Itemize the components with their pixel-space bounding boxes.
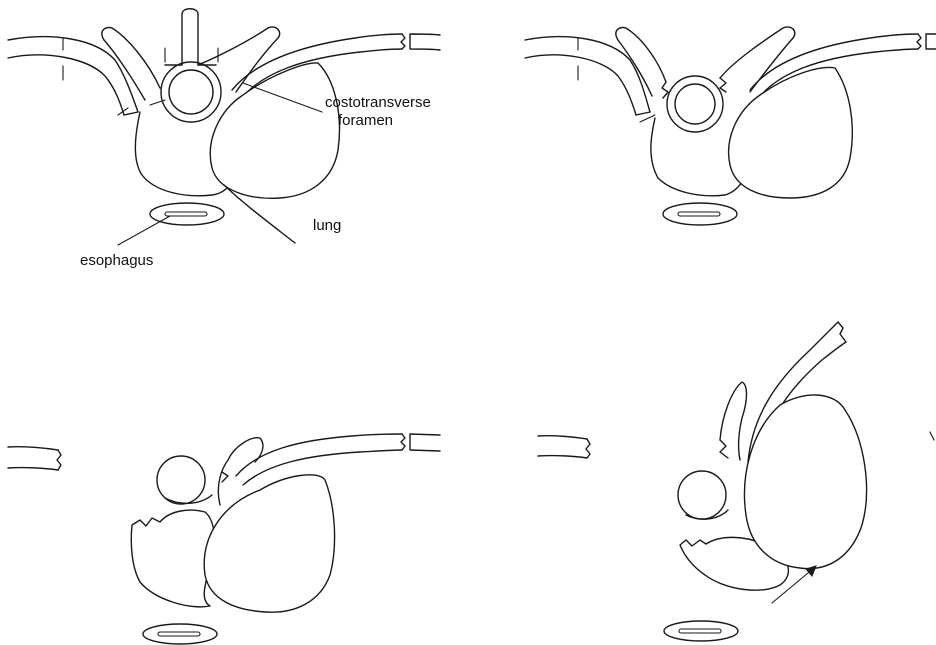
esophagus: [664, 621, 738, 641]
panel-2: [525, 27, 936, 225]
panel-3: [8, 434, 440, 644]
vertebral-canal-outer: [161, 62, 221, 122]
lung: [729, 67, 853, 198]
esophagus: [150, 203, 224, 225]
label-costotransverse: costotransverse: [325, 94, 431, 111]
label-lung: lung: [313, 217, 341, 234]
label-foramen: foramen: [338, 112, 393, 129]
esophagus: [143, 624, 217, 644]
left-rib-stump: [8, 447, 58, 470]
spinous-process: [182, 9, 198, 65]
label-esophagus: esophagus: [80, 252, 153, 269]
left-transverse-process: [102, 28, 160, 89]
vertebral-body: [131, 510, 214, 607]
panel-1: costotransverse foramen lung esophagus: [8, 9, 440, 269]
lung: [210, 63, 339, 198]
lung: [204, 475, 334, 612]
vertebral-canal-inner: [169, 70, 213, 114]
left-rib-stump: [538, 436, 587, 458]
lung: [744, 395, 866, 569]
esophagus: [663, 203, 737, 225]
panel-4: [538, 322, 934, 641]
